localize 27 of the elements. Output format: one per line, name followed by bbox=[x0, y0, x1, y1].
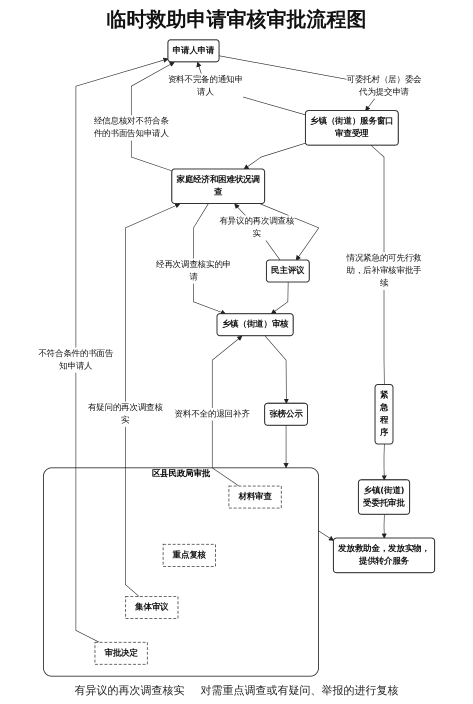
node-box: 重点复核 bbox=[162, 544, 216, 567]
arrow bbox=[264, 336, 289, 404]
note-text: 有异议的再次调查核实 bbox=[74, 683, 184, 698]
edge-label: 可委托村（居）委会代为提交申请 bbox=[346, 74, 422, 97]
edge-label: 资料不全的退回补齐 bbox=[174, 409, 250, 419]
diagram-title: 临时救助申请审核审批流程图 bbox=[106, 6, 366, 33]
arrow bbox=[382, 444, 387, 480]
edge-label: 不符合条件的书面告知申请人 bbox=[38, 348, 114, 371]
edge-label: 经再次调查核实的申请 bbox=[156, 260, 231, 282]
arrow bbox=[382, 514, 387, 539]
arrow bbox=[212, 336, 242, 486]
edge-label: 有疑问的再次调查核实 bbox=[88, 402, 163, 425]
arrow bbox=[125, 203, 180, 597]
edge-label: 资料不完备的通知申请人 bbox=[168, 74, 243, 97]
arrow bbox=[283, 424, 289, 468]
arrow bbox=[244, 142, 306, 170]
node-box: 材料审查 bbox=[228, 486, 282, 508]
edge-label: 经信息核对不符合条件的书面告知申请人 bbox=[94, 116, 169, 139]
arrow bbox=[76, 58, 168, 643]
note-text: 对需重点调查或有疑问、举报的进行复核 bbox=[200, 683, 398, 698]
edge-label: 有异议的再次调查核实 bbox=[219, 216, 294, 239]
node-box: 集体审议 bbox=[125, 596, 178, 619]
edge-label: 情况紧急的可先行救助，后补审核审批手续 bbox=[346, 254, 422, 288]
arrow bbox=[270, 282, 288, 314]
arrow bbox=[260, 204, 320, 261]
arrow bbox=[318, 530, 334, 541]
node-box: 审批决定 bbox=[94, 642, 148, 665]
